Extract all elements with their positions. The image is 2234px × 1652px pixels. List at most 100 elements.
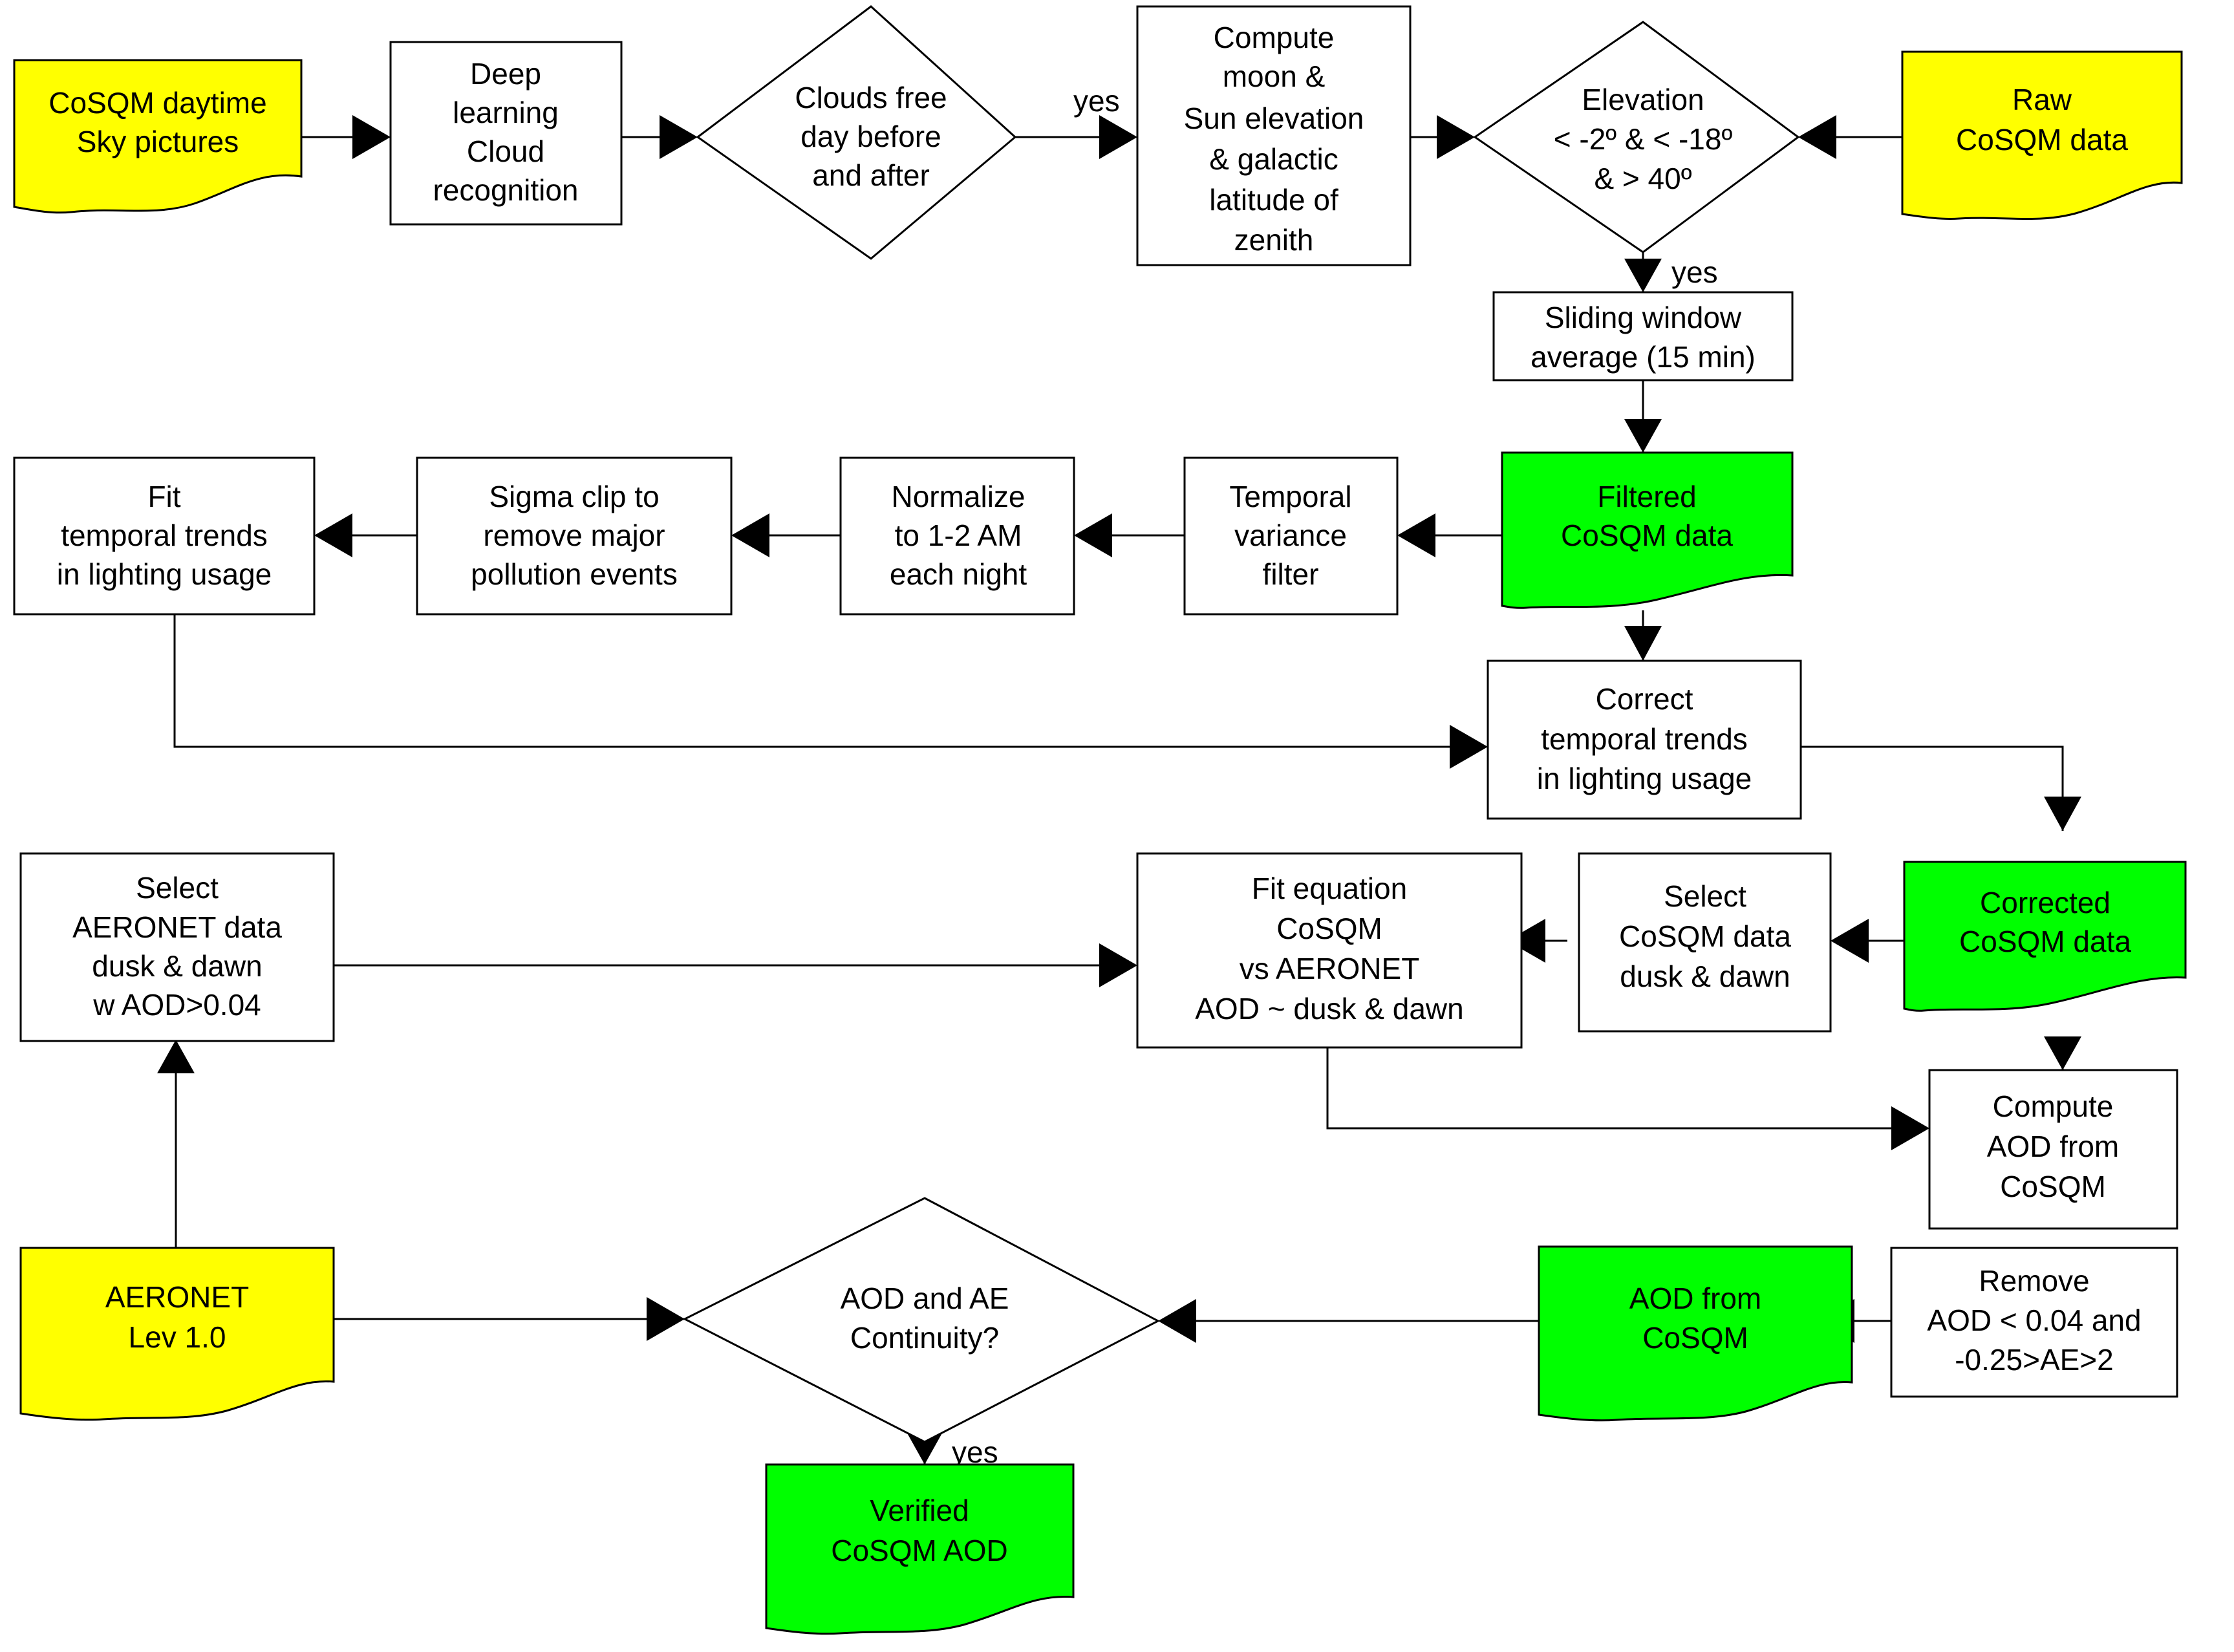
arrowhead-right-1 <box>352 115 391 159</box>
node-line: average (15 min) <box>1531 340 1756 374</box>
arrowhead-left-9 <box>1158 1299 1196 1343</box>
node-line: CoSQM AOD <box>831 1534 1008 1567</box>
node-sliding-window-average[interactable]: Sliding window average (15 min) <box>1492 291 1794 381</box>
node-deep-learning-cloud-recognition[interactable]: Deep learning Cloud recognition <box>389 41 623 226</box>
node-line: AOD from <box>1629 1282 1761 1315</box>
process-shape <box>389 41 623 226</box>
node-line: Remove <box>1979 1264 2089 1298</box>
node-verified-cosqm-aod[interactable]: Verified CoSQM AOD <box>765 1463 1075 1635</box>
document-shape <box>1538 1245 1853 1422</box>
process-shape <box>1136 5 1412 266</box>
node-line: vs AERONET <box>1240 952 1420 985</box>
node-line: Filtered <box>1597 480 1696 513</box>
node-line: Sun elevation <box>1184 102 1364 135</box>
node-line: Clouds free <box>795 81 947 114</box>
node-filtered-cosqm-data[interactable]: Filtered CoSQM data <box>1501 451 1794 609</box>
node-aod-and-ae-continuity[interactable]: AOD and AE Continuity? <box>682 1197 1161 1443</box>
node-line: variance <box>1234 519 1347 552</box>
arrowhead-left-4 <box>731 513 769 557</box>
node-line: to 1-2 AM <box>895 519 1022 552</box>
node-line: CoSQM <box>1642 1321 1748 1355</box>
node-line: CoSQM data <box>1959 925 2131 958</box>
edge-fittrends-to-correcttrends <box>173 614 1450 748</box>
node-line: zenith <box>1234 223 1314 257</box>
node-select-aeronet-data[interactable]: Select AERONET data dusk & dawn w AOD>0.… <box>19 852 335 1042</box>
node-line: AERONET <box>105 1280 249 1314</box>
node-line: Lev 1.0 <box>129 1320 226 1354</box>
node-remove-aod-ae[interactable]: Remove AOD < 0.04 and -0.25>AE>2 <box>1890 1247 2178 1398</box>
node-aod-from-cosqm[interactable]: AOD from CoSQM <box>1538 1245 1853 1422</box>
node-line: Verified <box>870 1494 969 1527</box>
process-shape <box>1136 852 1523 1049</box>
arrowhead-left-3 <box>1074 513 1112 557</box>
node-line: AOD ~ dusk & dawn <box>1195 992 1463 1025</box>
node-elevation-decision[interactable]: Elevation < -2º & < -18º & > 40º <box>1473 21 1800 253</box>
node-line: dusk & dawn <box>1620 960 1790 993</box>
node-line: day before <box>800 120 941 153</box>
node-line: Elevation <box>1582 83 1704 116</box>
node-line: CoSQM data <box>1619 919 1791 953</box>
node-line: Raw <box>2012 83 2072 116</box>
node-cosqm-daytime-sky-pictures[interactable]: CoSQM daytime Sky pictures <box>13 59 303 214</box>
node-fit-equation-cosqm-vs-aeronet[interactable]: Fit equation CoSQM vs AERONET AOD ~ dusk… <box>1136 852 1523 1049</box>
node-line: Corrected <box>1980 886 2110 919</box>
arrowhead-down-7 <box>906 1431 943 1464</box>
node-line: learning <box>453 96 559 129</box>
node-correct-temporal-trends[interactable]: Correct temporal trends in lighting usag… <box>1487 660 1802 820</box>
arrowhead-left-7 <box>1507 919 1545 963</box>
node-fit-temporal-trends[interactable]: Fit temporal trends in lighting usage <box>13 456 316 616</box>
node-clouds-free-day-before-and-after[interactable]: Clouds free day before and after <box>696 5 1017 260</box>
node-select-cosqm-data-dusk-dawn[interactable]: Select CoSQM data dusk & dawn <box>1578 852 1832 1033</box>
process-shape <box>1928 1069 2178 1230</box>
arrowhead-right-7 <box>1891 1106 1929 1150</box>
node-line: Compute <box>1993 1089 2114 1123</box>
node-compute-aod-from-cosqm[interactable]: Compute AOD from CoSQM <box>1928 1069 2178 1230</box>
node-line: pollution events <box>471 557 678 591</box>
node-normalize-to-1-2-am[interactable]: Normalize to 1-2 AM each night <box>839 456 1075 616</box>
node-aeronet-lev-1-0[interactable]: AERONET Lev 1.0 <box>19 1247 335 1421</box>
node-line: Fit equation <box>1252 872 1407 905</box>
process-shape <box>416 456 733 616</box>
arrowhead-right-8 <box>647 1297 685 1341</box>
node-temporal-variance-filter[interactable]: Temporal variance filter <box>1183 456 1399 616</box>
node-line: & galactic <box>1209 142 1338 176</box>
node-corrected-cosqm-data[interactable]: Corrected CoSQM data <box>1903 861 2187 1012</box>
node-line: AOD < 0.04 and <box>1927 1303 2141 1337</box>
decision-shape <box>682 1197 1161 1443</box>
edge-correcttrends-to-correcteddata <box>1801 746 2064 831</box>
node-line: CoSQM data <box>1956 123 2128 156</box>
arrowhead-left-6 <box>1831 919 1869 963</box>
process-shape <box>19 852 335 1042</box>
node-line: -0.25>AE>2 <box>1955 1343 2114 1377</box>
arrowhead-right-2 <box>660 115 698 159</box>
arrowhead-down-1 <box>1624 259 1662 292</box>
node-line: dusk & dawn <box>92 949 262 983</box>
node-line: Continuity? <box>850 1321 999 1355</box>
node-line: each night <box>890 557 1027 591</box>
node-line: Cloud <box>467 134 544 168</box>
document-shape <box>1903 861 2187 1012</box>
document-shape <box>19 1247 335 1421</box>
node-line: CoSQM daytime <box>48 86 266 120</box>
document-shape <box>13 59 303 214</box>
node-line: Select <box>1664 879 1746 913</box>
document-shape <box>765 1463 1075 1635</box>
node-line: AOD and AE <box>841 1282 1009 1315</box>
node-raw-cosqm-data[interactable]: Raw CoSQM data <box>1901 50 2183 220</box>
node-line: latitude of <box>1209 183 1338 217</box>
decision-shape <box>696 5 1017 260</box>
node-line: Sky pictures <box>77 125 239 158</box>
node-line: Compute <box>1214 21 1335 54</box>
node-line: CoSQM data <box>1561 519 1733 552</box>
node-line: CoSQM <box>1276 912 1382 945</box>
node-line: Temporal <box>1229 480 1351 513</box>
node-line: Deep <box>470 57 541 91</box>
arrowhead-right-6 <box>1099 943 1137 987</box>
node-line: moon & <box>1223 59 1326 93</box>
node-sigma-clip[interactable]: Sigma clip to remove major pollution eve… <box>416 456 733 616</box>
process-shape <box>1578 852 1832 1033</box>
node-line: and after <box>812 158 930 192</box>
node-compute-moon-sun-elevation[interactable]: Compute moon & Sun elevation & galactic … <box>1136 5 1412 266</box>
document-shape <box>1501 451 1794 609</box>
